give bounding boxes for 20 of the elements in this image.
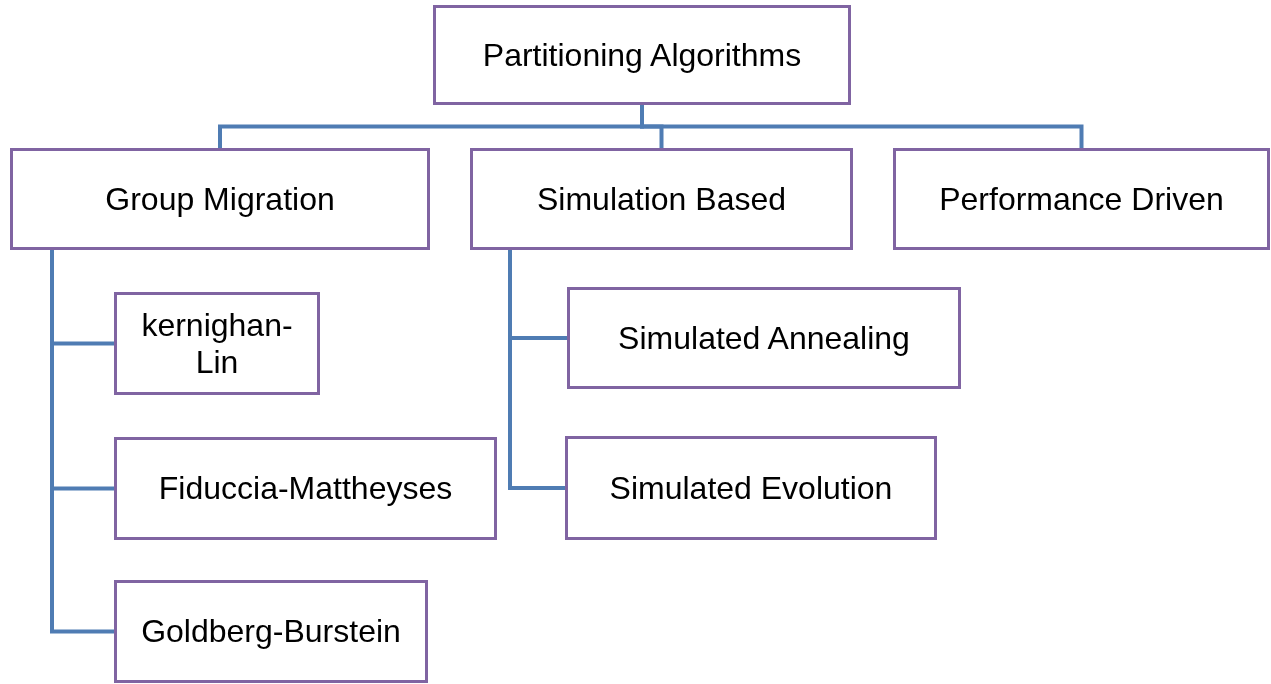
box-label: Performance Driven (939, 180, 1224, 218)
category-box (114, 437, 497, 540)
box-label: Simulation Based (537, 180, 786, 218)
category-box (10, 148, 430, 250)
category-box (565, 436, 937, 540)
box-label: Simulated Annealing (618, 319, 910, 357)
connector-line (640, 105, 1084, 148)
box-label: Partitioning Algorithms (482, 36, 802, 74)
box-label: Goldberg-Burstein (141, 613, 401, 650)
category-box (470, 148, 853, 250)
category-box (114, 580, 428, 683)
box-label: Simulated Evolution (609, 469, 893, 507)
category-box (433, 5, 851, 105)
category-box (567, 287, 961, 389)
box-label: kernighan-Lin (140, 306, 294, 381)
category-box (893, 148, 1270, 250)
connector-line (50, 250, 114, 634)
box-label: Fiduccia-Mattheyses (158, 470, 453, 507)
category-box (114, 292, 320, 395)
box-label: Group Migration (105, 180, 335, 218)
